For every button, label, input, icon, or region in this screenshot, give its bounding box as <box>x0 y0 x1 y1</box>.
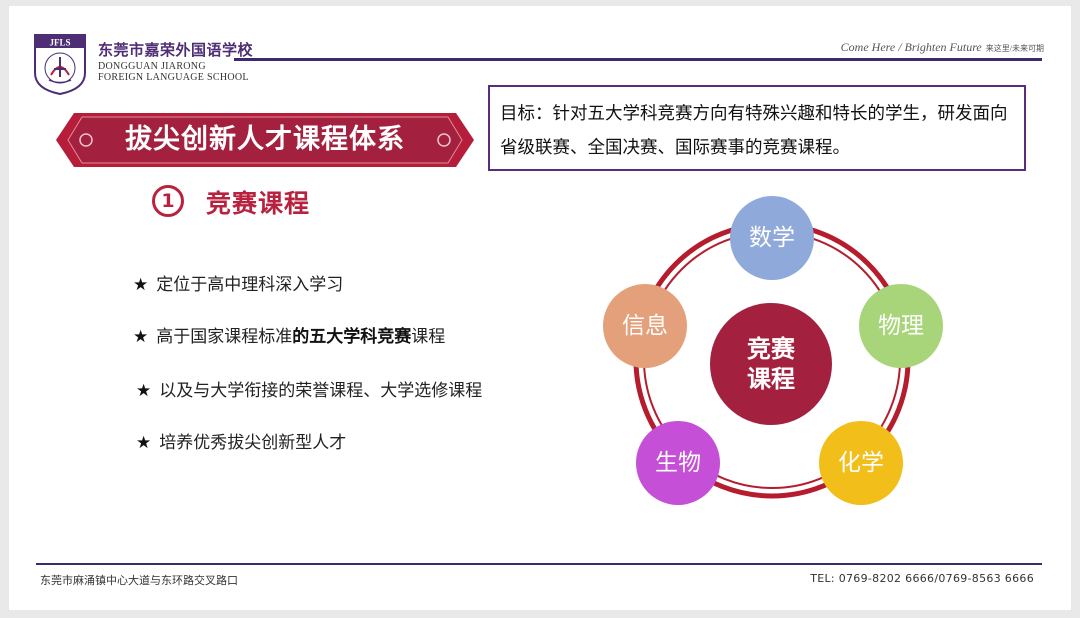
star-icon: ★ <box>133 327 149 347</box>
footer-tel: TEL: 0769-8202 6666/0769-8563 6666 <box>810 572 1034 585</box>
svg-text:JFLS: JFLS <box>49 38 70 48</box>
section-title: 竞赛课程 <box>206 189 311 218</box>
goal-box: 目标：针对五大学科竞赛方向有特殊兴趣和特长的学生，研发面向省级联赛、全国决赛、国… <box>488 85 1026 171</box>
competition-diagram: 竞赛 课程 数学 物理 化学 生物 信息 <box>596 192 956 514</box>
school-logo-icon: JFLS <box>34 34 86 95</box>
school-name-cn: 东莞市嘉荣外国语学校 <box>98 41 254 59</box>
subject-node-informatics: 信息 <box>603 284 687 368</box>
header-divider <box>234 58 1042 61</box>
star-icon: ★ <box>136 433 152 453</box>
bullet-text: 以及与大学衔接的荣誉课程、大学选修课程 <box>159 381 483 401</box>
center-label-2: 课程 <box>747 365 795 393</box>
subject-node-math: 数学 <box>730 196 814 280</box>
center-label-1: 竞赛 <box>747 335 795 363</box>
section-number-badge: 1 <box>152 185 184 217</box>
school-name-en-line1: DONGGUAN JIARONG <box>98 61 206 72</box>
bullet-item: ★ 高于国家课程标准的五大学科竞赛课程 <box>133 322 445 347</box>
footer-divider <box>36 563 1042 565</box>
page-title: 拔尖创新人才课程体系 <box>125 124 405 155</box>
center-node: 竞赛 课程 <box>710 303 832 425</box>
subject-node-chemistry: 化学 <box>819 421 903 505</box>
bullet-text: 培养优秀拔尖创新型人才 <box>159 433 347 453</box>
bullet-item: ★ 定位于高中理科深入学习 <box>133 270 343 295</box>
bullet-item: ★ 以及与大学衔接的荣誉课程、大学选修课程 <box>136 376 482 401</box>
star-icon: ★ <box>136 381 152 401</box>
bullet-text-post: 课程 <box>411 327 446 347</box>
bullet-text: 定位于高中理科深入学习 <box>156 275 344 295</box>
school-name-en-line2: FOREIGN LANGUAGE SCHOOL <box>98 72 249 83</box>
footer-address: 东莞市麻涌镇中心大道与东环路交叉路口 <box>40 574 238 587</box>
slogan-cn: 来这里/未来可期 <box>985 44 1044 53</box>
bullet-text-emphasis: 的五大学科竞赛 <box>292 327 412 347</box>
subject-node-biology: 生物 <box>636 421 720 505</box>
title-banner <box>56 113 474 167</box>
bullet-text-pre: 高于国家课程标准 <box>156 327 293 347</box>
bullet-item: ★ 培养优秀拔尖创新型人才 <box>136 428 346 453</box>
subject-node-physics: 物理 <box>859 284 943 368</box>
star-icon: ★ <box>133 275 149 295</box>
slogan-en: Come Here / Brighten Future <box>840 40 982 54</box>
